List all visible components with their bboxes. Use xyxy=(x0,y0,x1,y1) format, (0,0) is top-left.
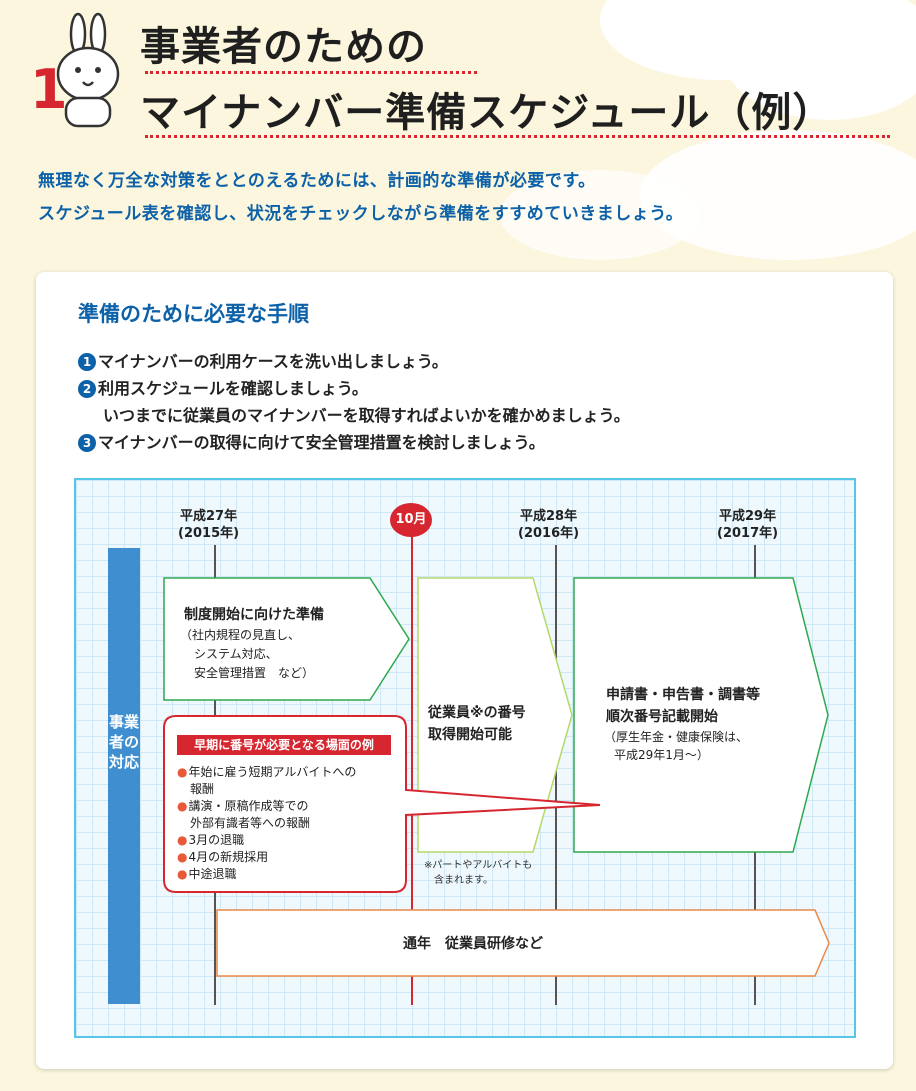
callout-item-text: 年始に雇う短期アルバイトへの xyxy=(188,765,357,779)
step-text: マイナンバーの取得に向けて安全管理措置を検討しましょう。 xyxy=(98,433,545,452)
page-title-line1: 事業者のための xyxy=(140,24,427,70)
year-western: (2016年) xyxy=(518,526,580,541)
bullet-dot: ● xyxy=(177,833,188,847)
filing-box-title: 順次番号記載開始 xyxy=(606,709,718,725)
callout-item: 報酬 xyxy=(190,782,215,796)
callout-item-text: 中途退職 xyxy=(188,867,237,881)
prep-arrow-box xyxy=(163,577,410,701)
bullet-dot: ● xyxy=(177,765,188,779)
year-western: (2015年) xyxy=(178,526,240,541)
title-underline xyxy=(145,71,477,74)
year-round-label: 通年 従業員研修など xyxy=(403,936,543,952)
year-label-2015: 平成27年 (2015年) xyxy=(178,508,239,542)
october-badge: 10月 xyxy=(390,503,432,537)
year-era: 平成28年 xyxy=(519,509,578,524)
background-cloud xyxy=(500,170,700,260)
bullet-dot: ● xyxy=(177,867,188,881)
step-number-badge: 3 xyxy=(78,434,96,452)
year-label-2017: 平成29年 (2017年) xyxy=(717,508,778,542)
background-cloud xyxy=(720,0,916,120)
footnote: 含まれます。 xyxy=(434,875,493,886)
callout-item-text: 3月の退職 xyxy=(188,833,245,847)
year-western: (2017年) xyxy=(717,526,779,541)
callout-item: ●3月の退職 xyxy=(177,832,244,848)
callout-item: ●年始に雇う短期アルバイトへの xyxy=(177,764,356,780)
prep-box-detail: （社内規程の見直し、 xyxy=(180,628,301,642)
prep-box-detail: システム対応、 xyxy=(194,647,278,661)
step-item-continuation: いつまでに従業員のマイナンバーを取得すればよいかを確かめましょう。 xyxy=(103,406,630,425)
callout-item: 外部有識者等への報酬 xyxy=(190,816,311,830)
filing-box-title: 申請書・申告書・調書等 xyxy=(606,687,760,703)
intro-text-line2: スケジュール表を確認し、状況をチェックしながら準備をすすめていきましょう。 xyxy=(38,204,684,224)
step-text: 利用スケジュールを確認しましょう。 xyxy=(98,379,368,398)
callout-item-text: 4月の新規採用 xyxy=(188,850,269,864)
side-label-text: 事業者の対応 xyxy=(108,713,139,771)
page-title-line2: マイナンバー準備スケジュール（例） xyxy=(140,90,834,136)
filing-box-detail: （厚生年金・健康保険は、 xyxy=(604,730,749,744)
title-underline xyxy=(145,135,890,138)
callout-label: 早期に番号が必要となる場面の例 xyxy=(177,735,391,755)
year-era: 平成29年 xyxy=(718,509,777,524)
prep-box-detail: 安全管理措置 など） xyxy=(194,666,315,680)
footnote: ※パートやアルバイトも xyxy=(424,860,533,871)
year-era: 平成27年 xyxy=(179,509,238,524)
bullet-dot: ● xyxy=(177,799,188,813)
callout-item-text: 講演・原稿作成等での xyxy=(188,799,309,813)
intro-text-line1: 無理なく万全な対策をととのえるためには、計画的な準備が必要です。 xyxy=(38,171,596,191)
callout-item: ●中途退職 xyxy=(177,866,237,882)
year-label-2016: 平成28年 (2016年) xyxy=(518,508,579,542)
year-round-arrow xyxy=(216,909,830,977)
mascot-number: 1 xyxy=(30,58,68,121)
callout-item: ●講演・原稿作成等での xyxy=(177,798,309,814)
step-text: マイナンバーの利用ケースを洗い出しましょう。 xyxy=(98,352,448,371)
acquire-box-title: 取得開始可能 xyxy=(428,727,512,743)
rabbit-mascot-icon xyxy=(20,12,140,132)
step-number-badge: 2 xyxy=(78,380,96,398)
step-number-badge: 1 xyxy=(78,353,96,371)
prep-box-title: 制度開始に向けた準備 xyxy=(184,607,324,623)
callout-item: ●4月の新規採用 xyxy=(177,849,268,865)
steps-heading: 準備のために必要な手順 xyxy=(78,302,309,326)
filing-box-detail: 平成29年1月～） xyxy=(614,748,709,762)
bullet-dot: ● xyxy=(177,850,188,864)
callout-bubble xyxy=(163,715,601,893)
acquire-box-title: 従業員※の番号 xyxy=(428,705,526,721)
side-label-bar xyxy=(108,548,140,1004)
